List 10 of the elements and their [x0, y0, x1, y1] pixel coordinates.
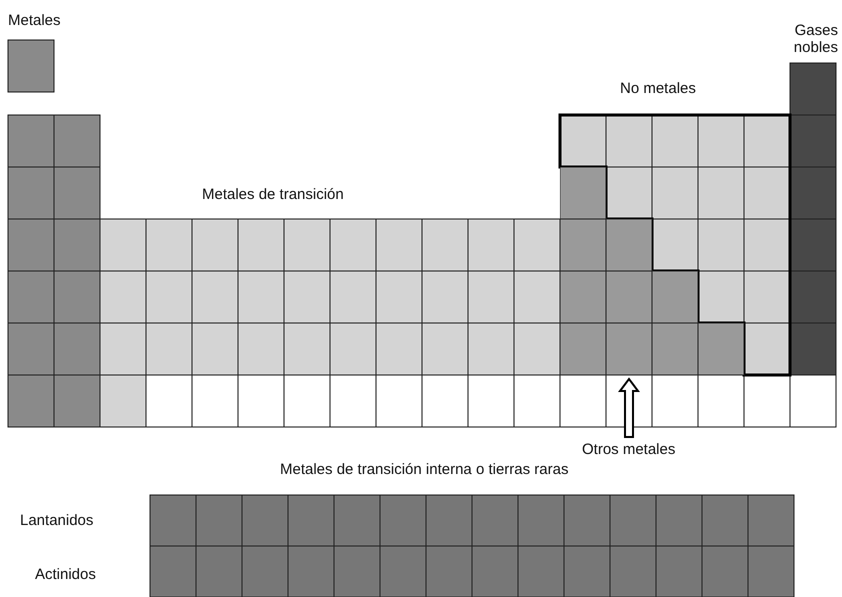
region-label: No metales: [620, 80, 696, 97]
block-arrow: [618, 377, 640, 438]
region-label: Gases nobles: [792, 22, 838, 56]
region-label: Metales de transición: [202, 186, 344, 203]
region-label: Otros metales: [582, 441, 676, 458]
legend-label: Metales: [8, 12, 61, 29]
region-label: Lantanidos: [20, 512, 94, 529]
region-label: Actinidos: [35, 566, 96, 583]
region-label: Metales de transición interna o tierras raras: [280, 461, 568, 478]
metal-region: [560, 167, 744, 375]
